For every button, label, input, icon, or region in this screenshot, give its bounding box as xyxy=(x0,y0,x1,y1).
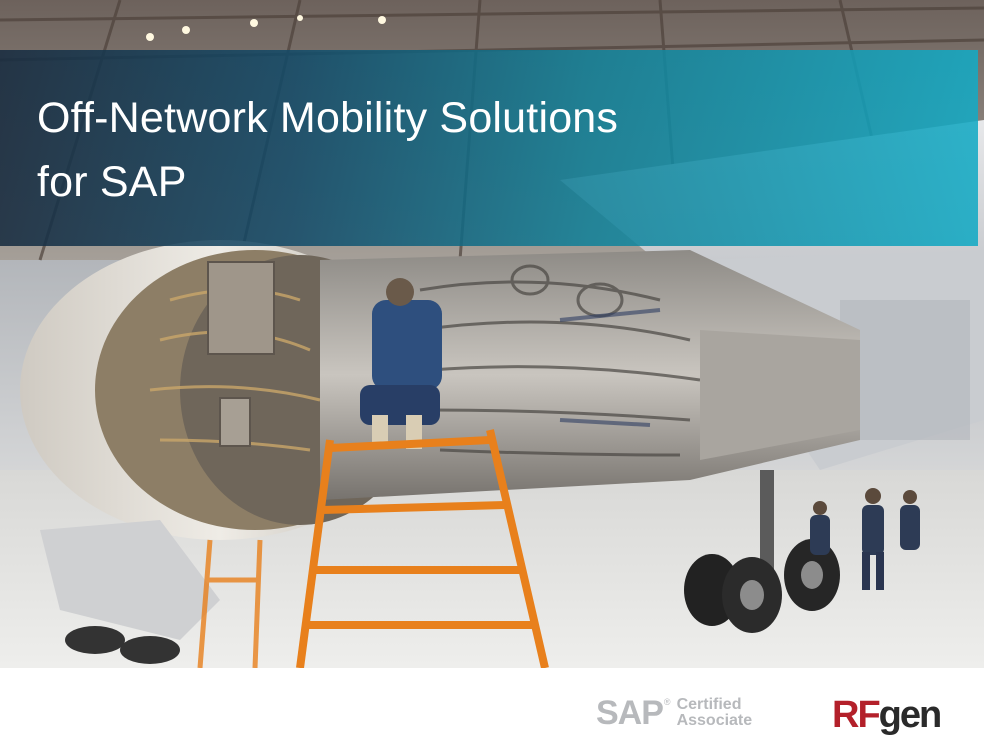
sap-certified-associate-logo: SAP ® Certified Associate xyxy=(596,695,752,731)
rfgen-logo-gen: gen xyxy=(878,694,943,736)
slide-title-line-2: for SAP xyxy=(37,158,187,206)
sap-logo-word: SAP xyxy=(596,694,664,732)
sap-cert-line-1: Certified xyxy=(676,696,742,713)
title-banner xyxy=(0,50,978,246)
rfgen-logo: RF gen xyxy=(832,692,943,736)
sap-cert-line-2: Associate xyxy=(676,712,753,729)
sap-certification-text: Certified Associate xyxy=(677,697,753,729)
sap-registered-mark: ® xyxy=(663,697,671,707)
slide-title: Off-Network Mobility Solutions for SAP xyxy=(37,86,797,214)
slide-title-line-1: Off-Network Mobility Solutions xyxy=(37,94,619,142)
rfgen-logo-rf: RF xyxy=(832,694,881,736)
